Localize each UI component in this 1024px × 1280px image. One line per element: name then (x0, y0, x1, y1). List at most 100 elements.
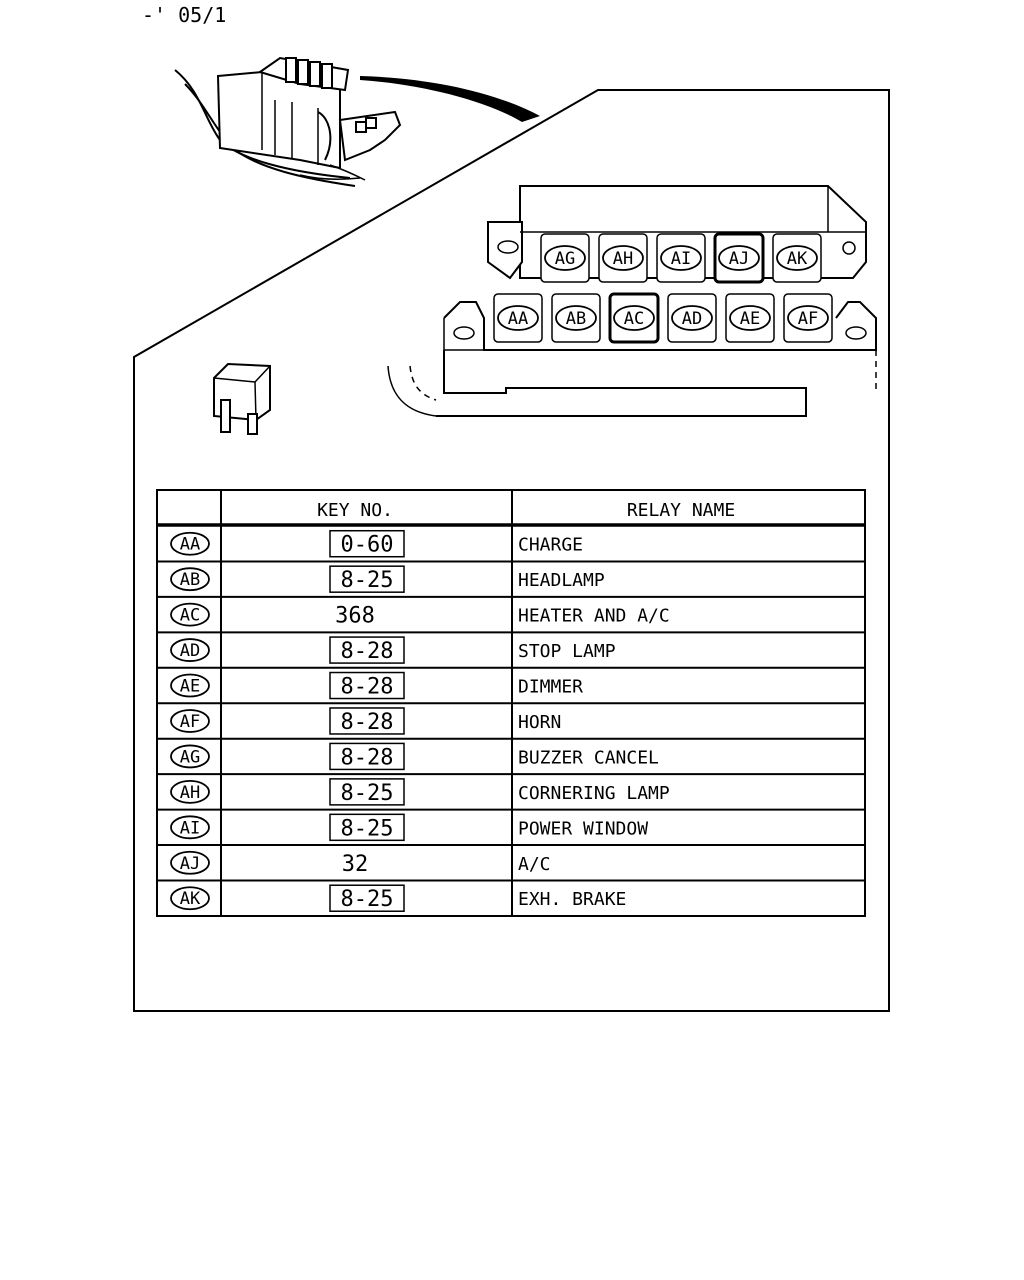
socket-aa-circle (497, 305, 539, 331)
row-id-label: AI (180, 818, 200, 838)
key-no: 8-28 (341, 639, 394, 664)
socket-ab-label: AB (566, 309, 586, 329)
row-id-circle (170, 709, 210, 733)
relay-name: A/C (518, 854, 551, 875)
table-row: AH 8-25 CORNERING LAMP (157, 778, 865, 811)
key-no-box (329, 813, 405, 842)
key-no-box (329, 565, 405, 593)
socket-ae-label: AE (740, 309, 760, 329)
row-id-label: AD (180, 641, 200, 661)
page-reference: -' 05/1 (142, 3, 226, 27)
socket-ak-circle (776, 245, 818, 271)
socket-aa-label: AA (508, 309, 528, 329)
row-id-circle (170, 744, 210, 769)
key-no: 8-28 (341, 675, 394, 700)
row-id-circle (170, 567, 210, 592)
socket-ak-label: AK (787, 249, 808, 269)
key-no-box (329, 742, 405, 771)
relay-socket-ak[interactable]: AK (772, 233, 822, 283)
socket-aj-circle (718, 245, 760, 271)
socket-ad-label: AD (682, 309, 702, 329)
relay-name: CHARGE (518, 535, 583, 556)
socket-ah-label: AH (613, 249, 633, 269)
relay-socket-aa[interactable]: AA (493, 293, 543, 343)
socket-ab-circle (555, 305, 597, 331)
relay-socket-ah[interactable]: AH (598, 233, 648, 283)
key-no-box (329, 671, 405, 700)
relay-sockets-bottom-row: AA AB AC AD AE AF (493, 292, 833, 344)
socket-ac-circle (613, 305, 655, 331)
table-row: AE 8-28 DIMMER (157, 671, 865, 705)
relay-name: DIMMER (518, 677, 583, 698)
key-no: 8-25 (341, 887, 394, 912)
row-id-circle (170, 531, 210, 556)
socket-ae-circle (729, 305, 771, 331)
socket-ai-label: AI (671, 249, 691, 269)
socket-ag-circle (544, 245, 586, 271)
socket-aj-label: AJ (729, 249, 749, 269)
row-id-circle (170, 638, 210, 662)
socket-ac-label: AC (624, 309, 644, 329)
key-no: 8-28 (341, 745, 394, 770)
leader-arrow (360, 76, 540, 122)
relay-illustration (213, 362, 271, 435)
socket-af-label: AF (798, 309, 818, 329)
vehicle-location-illustration (174, 56, 402, 187)
row-id-circle (170, 850, 210, 875)
row-id-label: AA (180, 535, 200, 555)
row-id-label: AK (180, 889, 201, 909)
row-id-label: AH (180, 783, 200, 803)
relay-socket-ag[interactable]: AG (540, 233, 590, 283)
key-no-box (329, 636, 405, 664)
key-no-box (329, 529, 405, 558)
relay-name: HEATER AND A/C (518, 606, 670, 627)
relay-socket-ae[interactable]: AE (725, 293, 775, 343)
relay-name: POWER WINDOW (518, 818, 648, 839)
key-no-box (329, 707, 405, 735)
relay-socket-ac[interactable]: AC (608, 292, 660, 344)
key-no-box (329, 778, 405, 806)
key-no: 32 (342, 852, 369, 877)
relay-name: HORN (518, 712, 561, 733)
row-id-label: AE (180, 677, 200, 697)
socket-ai-circle (660, 245, 702, 271)
row-id-circle (170, 673, 210, 698)
socket-af-circle (787, 305, 829, 331)
key-no: 8-25 (341, 781, 394, 806)
table-row: AA 0-60 CHARGE (157, 529, 865, 563)
relay-socket-ab[interactable]: AB (551, 293, 601, 343)
relay-socket-ad[interactable]: AD (667, 293, 717, 343)
key-no: 8-28 (341, 710, 394, 735)
relay-socket-aj[interactable]: AJ (713, 232, 765, 284)
socket-ag-label: AG (555, 249, 575, 269)
header-relay-name: RELAY NAME (627, 500, 735, 521)
key-no-box (329, 884, 405, 912)
row-id-label: AB (180, 570, 200, 590)
row-id-label: AF (180, 712, 200, 732)
relay-name: BUZZER CANCEL (518, 747, 659, 768)
relay-socket-af[interactable]: AF (783, 293, 833, 343)
key-no: 8-25 (341, 816, 394, 841)
row-id-label: AC (180, 606, 200, 626)
relay-name: EXH. BRAKE (518, 889, 626, 910)
row-id-label: AG (180, 747, 200, 767)
socket-ad-circle (671, 305, 713, 331)
row-id-circle (170, 815, 210, 840)
key-no: 8-25 (341, 568, 394, 593)
detail-frame (133, 89, 890, 1012)
row-id-circle (170, 886, 210, 911)
row-id-label: AJ (180, 854, 200, 874)
relay-socket-ai[interactable]: AI (656, 233, 706, 283)
relay-sockets-top-row: AG AH AI AJ AK (540, 232, 822, 284)
table-row: AF 8-28 HORN (157, 707, 865, 740)
table-row: AD 8-28 STOP LAMP (157, 636, 865, 669)
relay-name: CORNERING LAMP (518, 783, 670, 804)
row-id-circle (170, 779, 210, 804)
key-no: 0-60 (341, 533, 394, 558)
relay-name: STOP LAMP (518, 641, 616, 662)
